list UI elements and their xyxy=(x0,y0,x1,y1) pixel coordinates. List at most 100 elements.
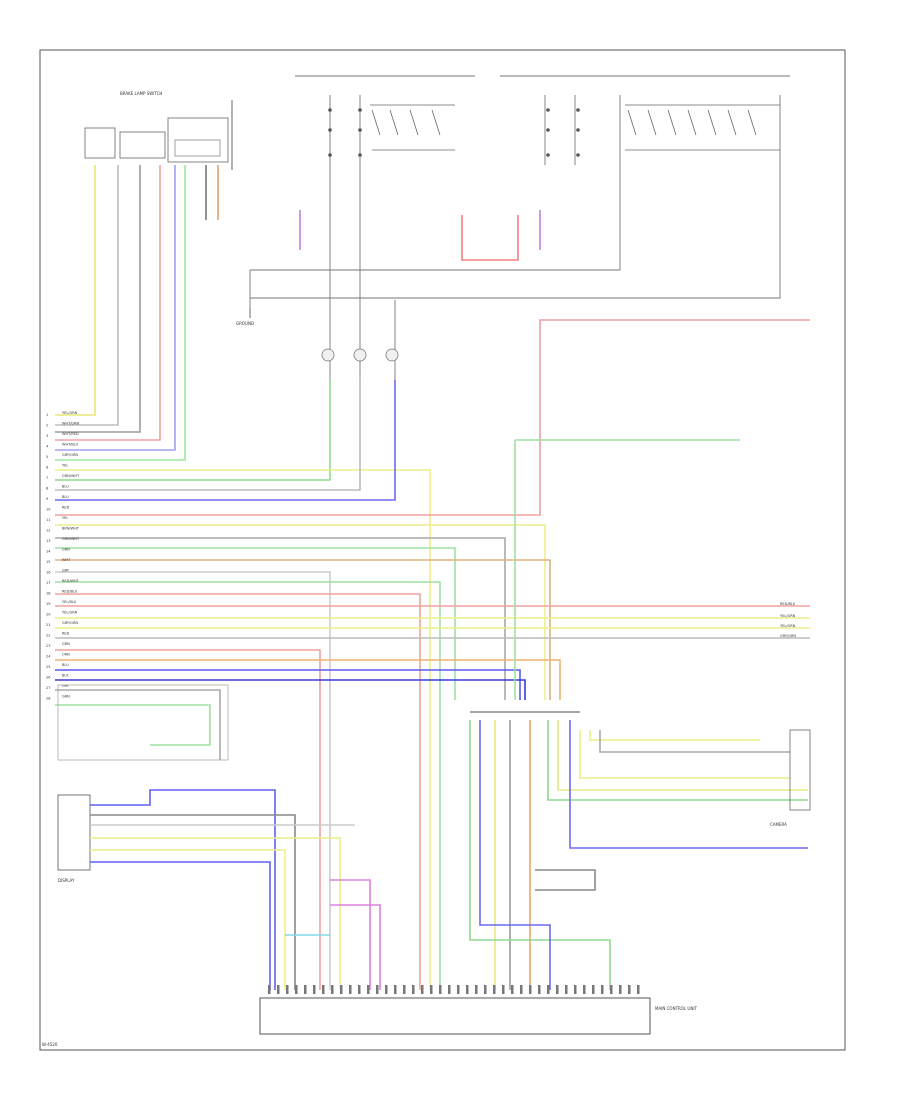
wire-gray xyxy=(55,689,221,760)
connector-pin xyxy=(295,985,298,994)
component-box xyxy=(119,131,166,159)
main-control-unit-label: MAIN CONTROL UNIT xyxy=(655,1006,698,1011)
connector-pin xyxy=(484,985,487,994)
wire-magenta xyxy=(330,904,381,990)
connector-pin xyxy=(583,985,586,994)
component-box xyxy=(84,127,116,159)
pin-label: BRN/WHT xyxy=(62,527,80,531)
connector-pin xyxy=(421,985,424,994)
footer-code: W-4520 xyxy=(42,1042,58,1047)
pin-number: 3 xyxy=(46,434,48,438)
connector-pin xyxy=(367,985,370,994)
pin-number: 15 xyxy=(46,560,50,564)
fuse-symbols xyxy=(370,104,780,151)
connector-pin xyxy=(628,985,631,994)
wire-white xyxy=(55,571,331,990)
pin-label: GRY/GRN xyxy=(62,453,78,457)
wire-yellow xyxy=(589,730,760,741)
ground-label: GROUND xyxy=(236,321,254,326)
connector-box xyxy=(57,684,229,761)
wire-blue xyxy=(90,861,271,990)
wire-yellow xyxy=(90,849,286,990)
diagram-border xyxy=(39,49,846,1051)
pin-number: 5 xyxy=(46,455,48,459)
pin-number: 6 xyxy=(46,466,48,470)
connector-pin xyxy=(286,985,289,994)
wire-yellow xyxy=(90,837,341,990)
fuse-color-wires xyxy=(299,210,541,261)
wire-white xyxy=(55,165,119,426)
wire-green xyxy=(469,720,611,990)
pin-number: 19 xyxy=(46,602,50,606)
wire-red xyxy=(55,649,321,990)
pin-label: YEL/GRN xyxy=(62,411,78,415)
display-unit: DISPLAY xyxy=(57,684,229,883)
pin-label: GRY xyxy=(62,684,70,688)
wire-orange xyxy=(55,559,551,700)
pin-number: 28 xyxy=(46,697,50,701)
wire-blue xyxy=(55,669,521,700)
display-unit-label: DISPLAY xyxy=(58,878,75,883)
connector-pin xyxy=(331,985,334,994)
connector-pin xyxy=(619,985,622,994)
pin-label: GRN xyxy=(62,548,70,552)
pin-label: GRN xyxy=(62,642,70,646)
pin-number: 10 xyxy=(46,508,50,512)
wire-gray xyxy=(599,730,790,753)
connector-pin xyxy=(349,985,352,994)
connector-pin xyxy=(565,985,568,994)
connector-pin xyxy=(313,985,316,994)
connector-pin xyxy=(277,985,280,994)
connector-pin xyxy=(592,985,595,994)
connector-pin xyxy=(493,985,496,994)
wire-green xyxy=(55,380,331,481)
wire-blue xyxy=(55,679,526,700)
pin-number: 7 xyxy=(46,476,48,480)
wire-red xyxy=(461,215,519,261)
pin-label: BLU xyxy=(62,495,69,499)
pin-label: YEL xyxy=(62,464,68,468)
pin-label: BLK xyxy=(62,674,69,678)
pin-number: 13 xyxy=(46,539,50,543)
front-camera-box xyxy=(789,729,811,811)
pin-label: GRN/WHT xyxy=(62,474,80,478)
pin-number: 24 xyxy=(46,655,51,659)
wire-magenta xyxy=(330,879,371,990)
pin-label: WHT/BLU xyxy=(62,443,79,447)
pin-number: 25 xyxy=(46,665,50,669)
connector-pin xyxy=(448,985,451,994)
pin-label: BLU xyxy=(62,485,69,489)
connector-pin xyxy=(322,985,325,994)
connector-pin xyxy=(556,985,559,994)
wire-green xyxy=(55,165,186,461)
connector-pin xyxy=(511,985,514,994)
connector-pin xyxy=(466,985,469,994)
wire-gray xyxy=(535,869,596,891)
pin-label: RED/BLU xyxy=(62,590,78,594)
wire-yellow xyxy=(579,730,790,779)
wire-blue xyxy=(569,720,808,849)
pin-label: WHT/RED xyxy=(62,432,79,436)
connector-pin xyxy=(268,985,271,994)
wire-gray xyxy=(55,537,506,700)
connector-pin xyxy=(412,985,415,994)
pin-number: 12 xyxy=(46,529,50,533)
lamp-symbols xyxy=(321,348,399,362)
connector-pin xyxy=(601,985,604,994)
right-lower-wires xyxy=(469,711,808,990)
wire-green xyxy=(55,547,456,700)
connector-pin xyxy=(340,985,343,994)
wire-blue xyxy=(55,165,176,451)
connector-pin xyxy=(502,985,505,994)
wire-green xyxy=(547,720,808,801)
pin-label-column: YEL/GRN1WHT/GRN2WHT/RED3WHT/BLU4GRY/GRN5… xyxy=(46,411,80,701)
pin-label: RED xyxy=(62,632,70,636)
pin-label: YEL/BLU xyxy=(62,600,77,604)
wire-blue xyxy=(90,789,276,990)
pin-label: YEL xyxy=(62,516,68,520)
right-pin-label: YEL/GRN xyxy=(780,614,796,618)
fuse-box-lines xyxy=(249,75,790,380)
wire-orange xyxy=(55,659,561,700)
